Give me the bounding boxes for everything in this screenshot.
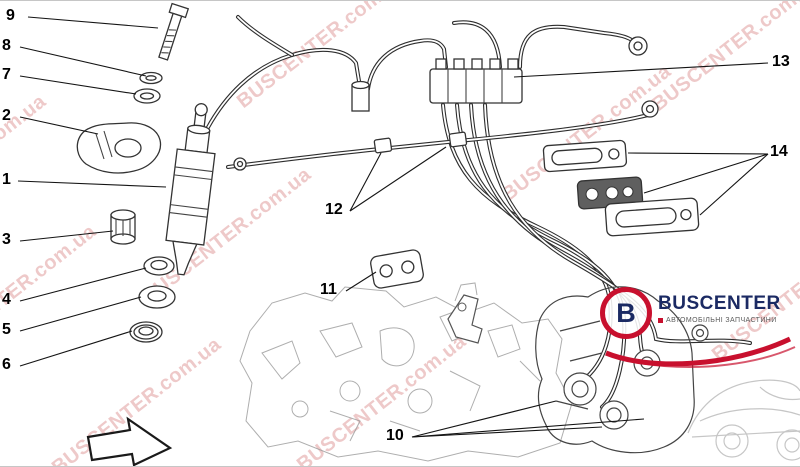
manifold-unions [429, 58, 523, 104]
bolt [158, 2, 190, 61]
tagline-bullet-icon [658, 318, 663, 323]
brand-logo: B BUSCENTER АВТОМОБІЛЬНІ ЗАПЧАСТИНИ [600, 287, 781, 339]
fuel-pipes [204, 15, 752, 409]
washers-and-seals [129, 71, 176, 343]
callout-14: 14 [770, 143, 788, 160]
callout-8: 8 [2, 37, 11, 54]
callout-13: 13 [772, 53, 790, 70]
callout-7: 7 [2, 66, 11, 83]
logo-brand-text: BUSCENTER [658, 293, 781, 314]
logo-swoosh [605, 336, 796, 368]
union-nuts [233, 36, 659, 171]
callout-5: 5 [2, 321, 11, 338]
callout-12: 12 [325, 201, 343, 218]
bracket-plates [542, 139, 700, 237]
callout-2: 2 [2, 107, 11, 124]
leader-lines [17, 16, 769, 438]
callout-10: 10 [386, 427, 404, 444]
tagline-text: АВТОМОБІЛЬНІ ЗАПЧАСТИНИ [666, 317, 777, 324]
callout-6: 6 [2, 356, 11, 373]
logo-tagline: АВТОМОБІЛЬНІ ЗАПЧАСТИНИ [658, 317, 781, 324]
mounting-bracket [447, 294, 483, 344]
engine-block-sketch [239, 282, 573, 462]
logo-text-block: BUSCENTER АВТОМОБІЛЬНІ ЗАПЧАСТИНИ [658, 287, 781, 324]
callout-1: 1 [2, 171, 11, 188]
pipe-spacer [370, 249, 424, 289]
bushing [110, 209, 136, 245]
injector-clamp [76, 122, 162, 174]
logo-initial: B [616, 297, 636, 328]
callout-11: 11 [320, 281, 337, 298]
callout-9: 9 [6, 7, 15, 24]
callout-3: 3 [2, 231, 11, 248]
callout-4: 4 [2, 291, 11, 308]
fuel-injector [165, 103, 216, 276]
direction-arrow-icon [86, 416, 173, 466]
logo-monogram: B [600, 287, 652, 339]
car-sketch [687, 379, 800, 461]
